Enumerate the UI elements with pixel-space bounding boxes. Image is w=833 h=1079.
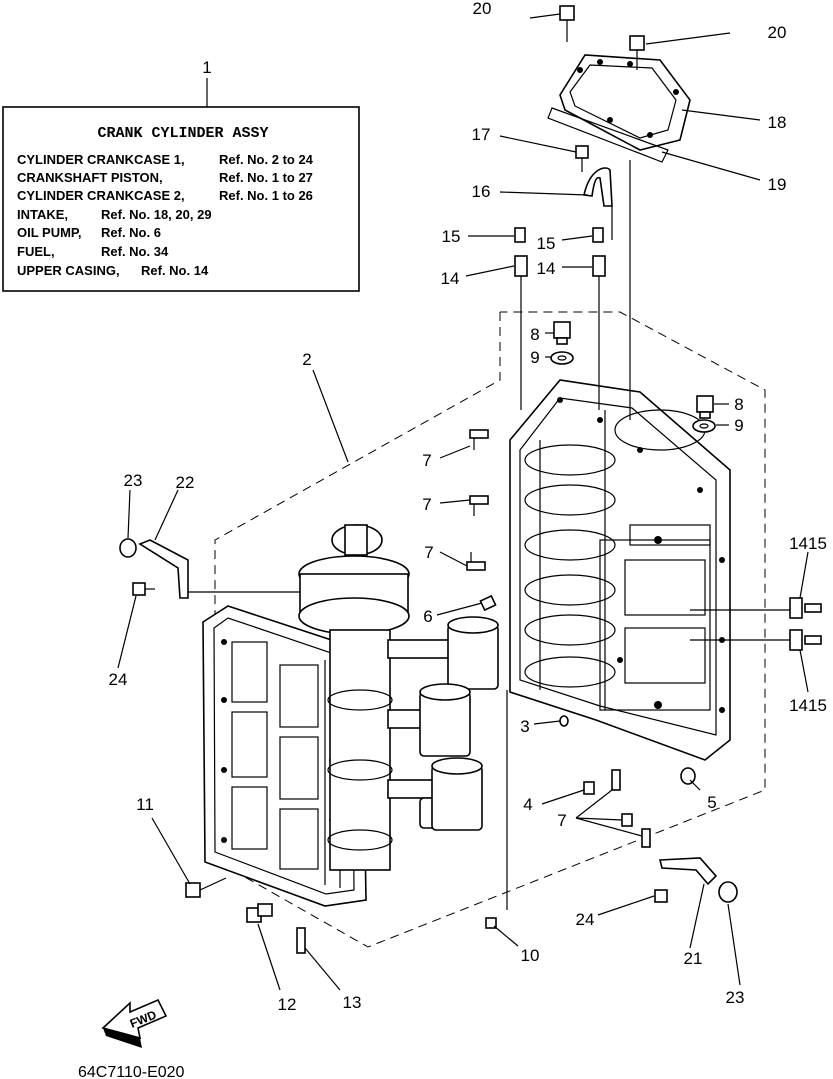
plug-8-top: [553, 321, 571, 345]
callout-18: 18: [768, 113, 787, 132]
bolt-24-left: [132, 582, 155, 596]
ref-row-value: Ref. No. 1 to 27: [219, 170, 313, 185]
bolt-15-left: [514, 227, 526, 243]
clip-1415-bottom: [690, 629, 822, 651]
callout-6: 6: [423, 607, 432, 626]
callout-16: 16: [472, 182, 491, 201]
pin-3: [559, 715, 569, 727]
intake-cover-assembly: [547, 5, 691, 420]
ref-row-value: Ref. No. 6: [101, 225, 161, 240]
callout-9: 9: [734, 416, 743, 435]
callout-4: 4: [523, 795, 532, 814]
bolt-15-right: [592, 227, 604, 243]
callout-3: 3: [520, 717, 529, 736]
callout-1415: 1415: [789, 696, 827, 715]
callout-1415: 1415: [789, 534, 827, 553]
callout-10: 10: [521, 946, 540, 965]
callout-24: 24: [576, 910, 595, 929]
callout-5: 5: [707, 793, 716, 812]
crankcase-1-group-outline: [214, 311, 766, 948]
plug-5: [680, 767, 696, 785]
pin-10: [485, 917, 497, 929]
callout-11: 11: [136, 795, 154, 814]
seal-23-left: [119, 538, 137, 558]
callout-22: 22: [176, 473, 195, 492]
bolt-24-right: [654, 889, 668, 903]
stud-13: [296, 927, 306, 954]
callout-14: 14: [537, 259, 556, 278]
callout-8: 8: [530, 325, 539, 344]
ref-row-value: Ref. No. 1 to 26: [219, 188, 313, 203]
callout-24: 24: [109, 670, 128, 689]
ref-row-value: Ref. No. 14: [141, 263, 209, 278]
assembly-title: CRANK CYLINDER ASSY: [97, 125, 268, 142]
ref-row-name: UPPER CASING,: [17, 263, 120, 278]
seal-23-right: [718, 881, 738, 903]
ref-row-name: FUEL,: [17, 244, 55, 259]
bracket-22: [138, 539, 300, 599]
callout-23: 23: [726, 988, 745, 1007]
callout-19: 19: [768, 175, 787, 194]
dowel-14-left: [514, 255, 528, 410]
cylinder-block: [509, 379, 731, 761]
callout-21: 21: [684, 949, 703, 968]
ref-row-value: Ref. No. 34: [101, 244, 169, 259]
ref-row-name: OIL PUMP,: [17, 225, 82, 240]
crankshaft: [298, 524, 410, 871]
ref-row-value: Ref. No. 18, 20, 29: [101, 207, 212, 222]
gasket-9-right: [692, 419, 716, 433]
assembly-reference-box: CRANK CYLINDER ASSY CYLINDER CRANKCASE 1…: [2, 106, 360, 292]
callout-labels: 1 2 3 4 5 6 7 7 7 7 8 8 9 9 10 11 12 13 …: [109, 0, 827, 1014]
callout-15: 15: [537, 234, 556, 253]
bolt-11: [185, 877, 227, 898]
pistons: [387, 616, 499, 831]
callout-12: 12: [278, 995, 297, 1014]
gasket-9-top: [550, 351, 574, 365]
forward-direction-arrow: FWD: [101, 998, 168, 1048]
ref-row-name: INTAKE,: [17, 207, 68, 222]
callout-1: 1: [202, 58, 211, 77]
ref-row-name: CRANKSHAFT PISTON,: [17, 170, 163, 185]
callout-7: 7: [557, 811, 566, 830]
drawing-code: 64C7110-E020: [78, 1064, 185, 1079]
callout-7: 7: [424, 543, 433, 562]
pin-4: [583, 781, 595, 795]
callout-8: 8: [734, 395, 743, 414]
callout-23: 23: [124, 471, 143, 490]
dowel-14-right: [592, 255, 606, 410]
leader-lines: [117, 13, 809, 991]
ref-row-value: Ref. No. 2 to 24: [219, 152, 314, 167]
bracket-21: [658, 857, 718, 886]
clip-1415-top: [690, 597, 822, 619]
callout-7: 7: [422, 495, 431, 514]
callout-9: 9: [530, 348, 539, 367]
callout-14: 14: [441, 269, 460, 288]
plug-6: [479, 594, 497, 612]
callout-17: 17: [472, 125, 491, 144]
bolt-12: [246, 903, 273, 923]
callout-7: 7: [422, 451, 431, 470]
ref-row-name: CYLINDER CRANKCASE 2,: [17, 188, 185, 203]
callout-20: 20: [768, 23, 787, 42]
ref-row-name: CYLINDER CRANKCASE 1,: [17, 152, 185, 167]
callout-20: 20: [473, 0, 492, 18]
callout-2: 2: [302, 350, 311, 369]
callout-15: 15: [442, 227, 461, 246]
plug-8-right: [696, 395, 714, 419]
callout-13: 13: [343, 993, 362, 1012]
